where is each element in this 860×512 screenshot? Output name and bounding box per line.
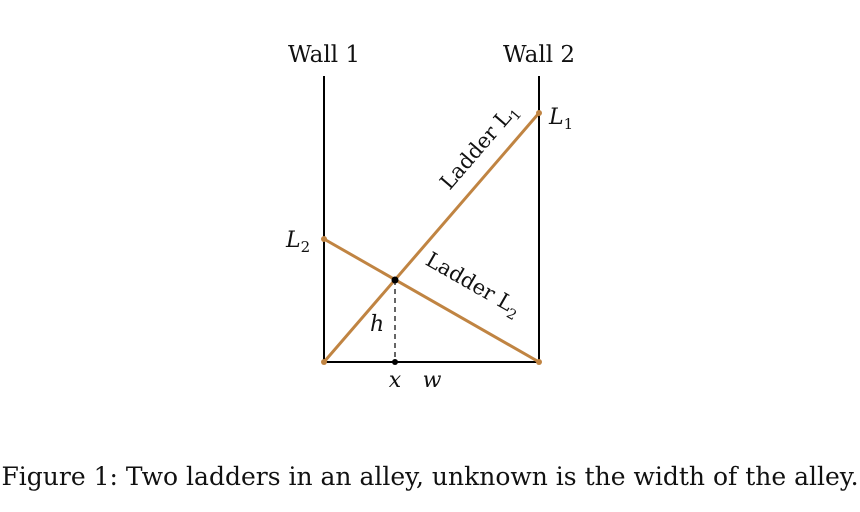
width-label: w xyxy=(423,368,442,393)
ladder-2-label-text: Ladder L xyxy=(422,247,518,316)
ladders-diagram: Wall 1 Wall 2 L1 L2 Ladder L1 Ladder L2 … xyxy=(285,42,575,393)
figure-caption: Figure 1: Two ladders in an alley, unkno… xyxy=(1,462,859,491)
ladder-2-end-subscript: 2 xyxy=(301,238,311,256)
ladder-1-top-point xyxy=(536,110,542,116)
wall-2-label: Wall 2 xyxy=(503,42,575,68)
height-label: h xyxy=(370,312,384,337)
ladder-2-bottom-point xyxy=(536,359,542,365)
ladder-2 xyxy=(322,237,541,364)
wall-1-label: Wall 1 xyxy=(288,42,360,68)
ladder-1 xyxy=(322,111,541,364)
x-label: x xyxy=(389,368,402,393)
ladder-1-end-letter: L xyxy=(548,105,564,130)
ladder-1-bottom-point xyxy=(321,359,327,365)
crossing-point xyxy=(391,276,399,284)
ladder-2-end-label: L2 xyxy=(285,228,310,256)
ladder-1-end-label: L1 xyxy=(548,105,573,133)
ladder-1-end-subscript: 1 xyxy=(564,115,574,133)
crossing-foot-point xyxy=(392,359,398,365)
ladder-2-label: Ladder L2 xyxy=(420,247,525,324)
ladder-1-label-text: Ladder L xyxy=(435,105,516,194)
ladder-2-end-letter: L xyxy=(285,228,301,253)
ladder-2-top-point xyxy=(321,236,327,242)
